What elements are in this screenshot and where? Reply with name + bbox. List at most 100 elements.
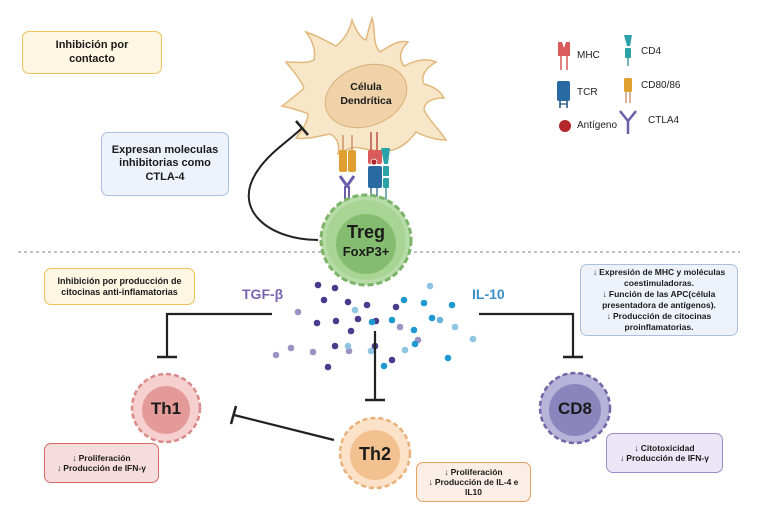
il10-to-cd8-line: [479, 312, 575, 356]
th2-to-th1-line: [233, 413, 335, 442]
contact-inhibition-box: Inhibición por contacto: [22, 31, 162, 74]
box-line: presentadora de antígenos).: [602, 300, 716, 310]
tgf-beta-label: TGF-β: [242, 286, 284, 302]
cytokine-particle: [436, 316, 444, 324]
box-line: ↓Citotoxicidad: [634, 443, 694, 453]
down-arrow-icon: ↓: [620, 453, 625, 463]
cytokine-particle: [367, 347, 375, 355]
cytokine-particle: [388, 316, 396, 324]
cytokine-particle: [314, 281, 322, 289]
box-line: proinflamatorias.: [624, 321, 694, 332]
treg-label: Treg: [346, 222, 385, 242]
legend-label-ctla4: CTLA4: [648, 115, 680, 126]
tcr-molecule: [368, 166, 382, 188]
cytokine-particle: [324, 363, 332, 371]
th2-label: Th2: [358, 444, 391, 464]
box-text: Proliferación: [450, 466, 503, 477]
cd8-effects-box: ↓Citotoxicidad ↓Producción de IFN-γ: [606, 433, 723, 473]
foxp3-label: FoxP3+: [342, 243, 390, 259]
dendritic-label-line: Célula: [350, 81, 382, 93]
cytokine-particle: [287, 344, 295, 352]
box-line: ↓Proliferación: [444, 467, 502, 477]
cytokine-particle: [400, 296, 408, 304]
ctla4-molecule: [338, 175, 356, 189]
box-text: Función de las APC(célula: [608, 289, 716, 300]
cd80-86-molecule: [339, 150, 347, 172]
cytokine-particle: [380, 362, 388, 370]
box-line: CTLA-4: [145, 170, 185, 183]
legend-label-mhc: MHC: [577, 50, 600, 61]
box-line: ↓Producción de IFN-γ: [620, 453, 709, 463]
cd8-cell: [538, 371, 612, 445]
down-arrow-icon: ↓: [428, 476, 433, 487]
down-arrow-icon: ↓: [57, 463, 62, 473]
cytokine-particle: [469, 335, 477, 343]
cytokine-particle: [344, 342, 352, 350]
box-text: Producción de IFN-γ: [63, 463, 146, 473]
cytokine-particle: [344, 298, 352, 306]
box-line: ↓Producción de IL-4 e: [429, 477, 519, 487]
cytokine-particle: [320, 296, 328, 304]
legend-ctla4-icon: [619, 110, 637, 134]
box-text: Producción de IFN-γ: [626, 453, 709, 463]
box-line: citocinas anti-inflamatorias: [61, 286, 178, 297]
box-line: inhibitorias como: [119, 157, 211, 170]
antigen: [370, 158, 378, 166]
cytokine-particle: [444, 354, 452, 362]
cytokine-particle: [345, 347, 353, 355]
legend-cd80-86-icon: [624, 78, 632, 103]
box-line: ↓Producción de IFN-γ: [57, 463, 146, 473]
box-line: Inhibición por producción de: [57, 275, 182, 286]
box-line: Inhibición por: [55, 39, 129, 52]
cd4-molecule: [381, 148, 390, 164]
cytokine-particle: [294, 308, 302, 316]
cytokine-particle: [332, 317, 340, 325]
th1-cell: [130, 372, 202, 444]
legend-antigen-icon: [559, 120, 571, 132]
dendritic-cell: [280, 15, 448, 156]
box-line: ↓Producción de citocinas: [607, 311, 712, 322]
cytokine-particle: [363, 301, 371, 309]
down-arrow-icon: ↓: [72, 452, 77, 463]
contact-inhibition-arrow: [247, 127, 319, 241]
cd8-label: CD8: [557, 399, 592, 418]
cytokine-particle: [351, 306, 359, 314]
cytokine-particle: [392, 303, 400, 311]
cytokine-particle: [428, 314, 436, 322]
cytokine-particle: [272, 351, 280, 359]
cytokine-particle: [448, 301, 456, 309]
cytokine-inhibition-box: Inhibición por producción de citocinas a…: [44, 268, 195, 305]
cytokine-particle: [347, 327, 355, 335]
box-line: coestimuladoras.: [624, 278, 694, 289]
inhibitory-molecules-box: Expresan moleculas inhibitorias como CTL…: [101, 132, 229, 196]
treg-cell-label: Treg FoxP3+: [326, 222, 406, 259]
legend: [557, 35, 637, 134]
legend-label-cd4: CD4: [641, 46, 662, 57]
legend-mhc-icon: [558, 42, 570, 70]
cytokine-particle: [420, 299, 428, 307]
cytokine-particle: [410, 326, 418, 334]
box-text: Producción de citocinas: [613, 310, 712, 321]
cytokine-particle: [368, 318, 376, 326]
cytokine-particle: [331, 342, 339, 350]
cytokine-particle: [426, 282, 434, 290]
dendritic-nucleus: [324, 63, 408, 129]
il10-label: IL-10: [472, 286, 505, 302]
legend-cd4-icon: [624, 35, 632, 66]
cytokine-particles: [272, 281, 477, 371]
th2-effects-box: ↓Proliferación ↓Producción de IL-4 e IL1…: [416, 462, 531, 502]
cytokine-particle: [401, 346, 409, 354]
dendritic-label-line: Dendrítica: [340, 95, 392, 108]
cytokine-particle: [309, 348, 317, 356]
box-text: Citotoxicidad: [640, 442, 695, 453]
box-line: ↓Función de las APC(célula: [603, 289, 716, 300]
dendritic-cell-label: Célula Dendrítica: [326, 80, 406, 108]
down-arrow-icon: ↓: [602, 289, 607, 300]
box-line: Expresan moleculas: [111, 144, 219, 157]
box-line: ↓Expresión de MHC y moléculas: [593, 267, 725, 278]
th1-label: Th1: [150, 399, 182, 418]
legend-label-tcr: TCR: [577, 87, 598, 98]
apc-effects-box: ↓Expresión de MHC y moléculas coestimula…: [580, 264, 738, 336]
down-arrow-icon: ↓: [592, 267, 598, 278]
